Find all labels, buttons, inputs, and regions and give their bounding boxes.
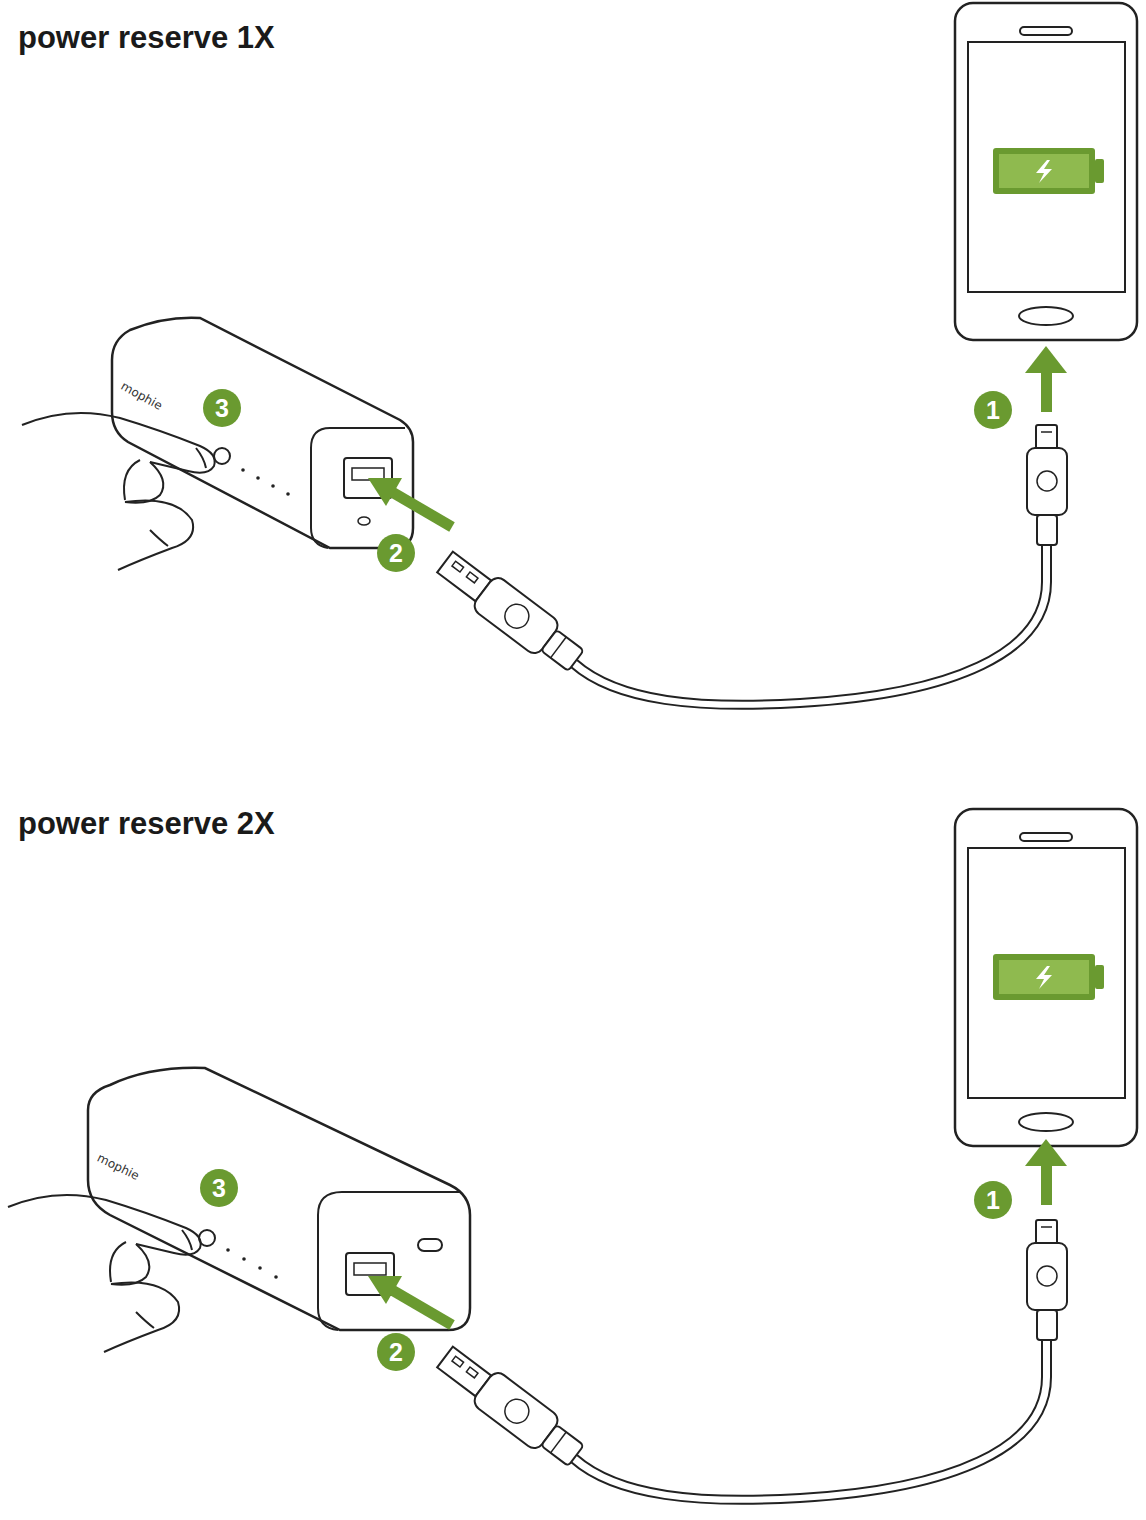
callout-number: 3 [203, 389, 241, 427]
insert-arrow [368, 1276, 452, 1325]
phone [955, 3, 1137, 340]
insert-arrow [368, 478, 452, 527]
hand [8, 1195, 201, 1352]
usb-cable [432, 1220, 1067, 1504]
callout-number: 3 [200, 1169, 238, 1207]
section-heading: power reserve 2X [18, 806, 275, 842]
plug-arrow [1025, 1139, 1067, 1205]
callout-number: 2 [377, 534, 415, 572]
battery-pack [88, 1068, 470, 1330]
battery-pack [112, 318, 413, 548]
plug-arrow [1025, 346, 1067, 412]
hand [22, 413, 215, 570]
usb-cable [432, 425, 1067, 709]
callout-number: 1 [974, 1181, 1012, 1219]
callout-number: 2 [377, 1333, 415, 1371]
callout-number: 1 [974, 391, 1012, 429]
section-heading: power reserve 1X [18, 20, 275, 56]
phone [955, 809, 1137, 1146]
